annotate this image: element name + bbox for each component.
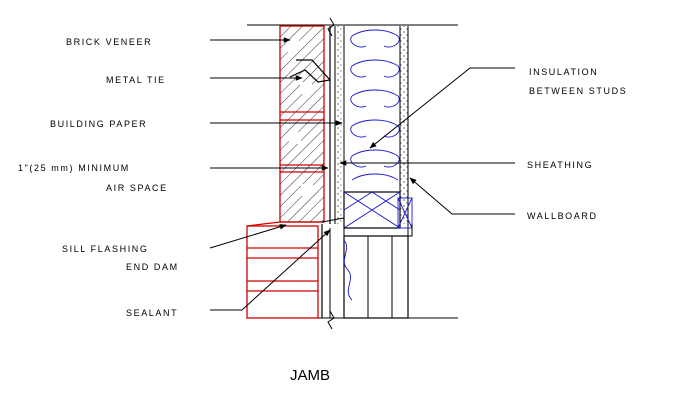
- leader-lines: [209, 37, 515, 311]
- jamb-framing: [321, 191, 413, 319]
- label-min-air-space-2: AIR SPACE: [106, 183, 168, 193]
- label-brick-veneer: BRICK VENEER: [66, 37, 152, 47]
- label-insulation-1: INSULATION: [529, 67, 598, 77]
- label-metal-tie: METAL TIE: [106, 75, 166, 85]
- label-sill-flashing: SILL FLASHING: [62, 244, 149, 254]
- drawing-title: JAMB: [290, 367, 330, 384]
- insulation-batt: [350, 29, 400, 181]
- label-min-air-space-1: 1"(25 mm) MINIMUM: [18, 163, 130, 173]
- label-end-dam: END DAM: [126, 262, 179, 272]
- break-lines: [247, 17, 458, 330]
- wall-layers: [329, 26, 409, 236]
- metal-tie: [289, 59, 332, 83]
- label-sheathing: SHEATHING: [527, 160, 593, 170]
- label-insulation-2: BETWEEN STUDS: [529, 86, 627, 96]
- brick-veneer: [279, 25, 325, 223]
- label-building-paper: BUILDING PAPER: [50, 119, 147, 129]
- label-sealant: SEALANT: [126, 308, 178, 318]
- label-wallboard: WALLBOARD: [527, 211, 598, 221]
